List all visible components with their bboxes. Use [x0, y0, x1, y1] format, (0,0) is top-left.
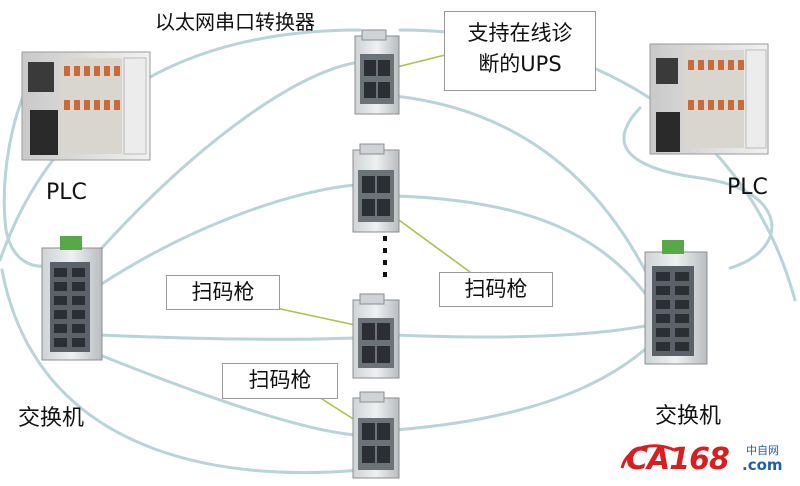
- converter-1-device: [354, 29, 400, 115]
- cable-converter-1-to-switch-right: [393, 94, 652, 282]
- logo-small-cn: 中自网: [746, 444, 779, 457]
- converter-2-device: [352, 143, 400, 233]
- cable-switch-left-to-converter-3: [98, 333, 357, 341]
- switch-left-label: 交换机: [18, 406, 85, 431]
- converter-title: 以太网串口转换器: [155, 10, 315, 34]
- callout-scanner-left: 扫码枪: [166, 275, 280, 310]
- switch-right-device: [644, 240, 708, 365]
- cable-switch-left-to-converter-1: [98, 60, 362, 252]
- plc-left-label: PLC: [46, 180, 87, 205]
- converter-4-device: [352, 391, 400, 479]
- converter-3-device: [352, 293, 400, 379]
- logo-domain: .com: [742, 456, 783, 474]
- ca168-logo-icon: [620, 444, 675, 469]
- callout-ups-line-1: 支持在线诊: [467, 21, 573, 45]
- callout-ups-line-2: 断的UPS: [478, 52, 562, 76]
- switch-left-device: [41, 236, 103, 361]
- callout-ups: 支持在线诊 断的UPS: [444, 11, 596, 91]
- cable-converter-4-to-switch-right: [393, 343, 652, 432]
- cable-lower-loop: [0, 268, 362, 475]
- cable-converter-3-to-switch-right: [393, 323, 652, 339]
- cable-plc-right-to-switch-right: [622, 106, 774, 270]
- cable-plc-left-to-switch-left: [2, 60, 50, 268]
- plc-right-device: [649, 43, 769, 155]
- callout-scanner-bottom: 扫码枪: [222, 363, 338, 399]
- plc-right-label: PLC: [727, 175, 768, 200]
- switch-right-label: 交换机: [655, 404, 722, 429]
- more-converters-ellipsis: [383, 236, 387, 277]
- cable-switch-left-to-converter-4: [98, 353, 357, 437]
- plc-left-device: [21, 51, 151, 161]
- leader-scanner-right: [391, 214, 471, 273]
- cable-switch-left-to-converter-2: [98, 183, 357, 287]
- callout-scanner-right: 扫码枪: [439, 272, 553, 307]
- ca168-watermark-logo: CA168 中自网 .com: [618, 438, 793, 478]
- cable-converter-2-to-switch-right: [393, 194, 652, 302]
- logo-brand-text: CA168: [626, 442, 730, 477]
